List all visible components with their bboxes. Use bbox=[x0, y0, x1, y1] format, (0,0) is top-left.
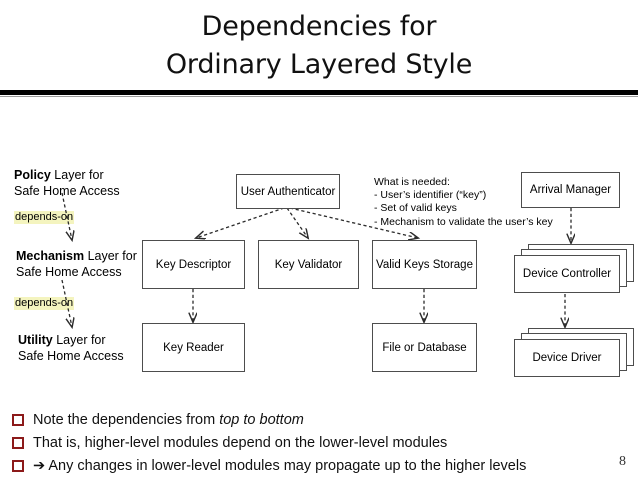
layer-label-mechanism-line2: Safe Home Access bbox=[16, 264, 122, 279]
layer-label-mechanism-bold: Mechanism bbox=[16, 249, 85, 263]
box-device-driver-label: Device Driver bbox=[532, 352, 602, 364]
layer-label-policy-bold: Policy bbox=[14, 168, 51, 182]
square-bullet-icon bbox=[12, 437, 24, 449]
bullet-1-pre: Note the dependencies from bbox=[33, 412, 220, 428]
page-title: Dependencies for Ordinary Layered Style bbox=[165, 11, 473, 80]
box-file-or-database[interactable]: File or Database bbox=[372, 323, 477, 372]
bullet-list: Note the dependencies from top to bottom… bbox=[10, 410, 610, 479]
bullet-item: That is, higher-level modules depend on … bbox=[10, 433, 610, 453]
box-user-authenticator[interactable]: User Authenticator bbox=[236, 174, 340, 209]
layer-label-utility-rest: Layer for bbox=[52, 333, 106, 347]
stack-device-controller[interactable]: Device Controller bbox=[514, 244, 634, 296]
requirements-note: What is needed: - User’s identifier (“ke… bbox=[374, 176, 553, 228]
layer-label-policy: Policy Layer for Safe Home Access bbox=[14, 168, 120, 199]
bullet-text: That is, higher-level modules depend on … bbox=[33, 435, 448, 451]
box-key-reader[interactable]: Key Reader bbox=[142, 323, 245, 372]
square-bullet-icon bbox=[12, 414, 24, 426]
box-arrival-manager[interactable]: Arrival Manager bbox=[521, 172, 620, 208]
bullet-item: Note the dependencies from top to bottom bbox=[10, 410, 610, 430]
bullet-text: ➔ Any changes in lower-level modules may… bbox=[33, 458, 527, 474]
page-number: 8 bbox=[619, 454, 626, 469]
layer-label-policy-line2: Safe Home Access bbox=[14, 183, 120, 198]
layer-label-utility: Utility Layer for Safe Home Access bbox=[18, 333, 124, 364]
layer-label-mechanism-rest: Layer for bbox=[84, 249, 137, 263]
layer-label-utility-bold: Utility bbox=[18, 333, 53, 347]
depends-on-tag-2: depends-on bbox=[14, 297, 75, 310]
stack-layer-front: Device Controller bbox=[514, 255, 620, 293]
bullet-text: Note the dependencies from top to bottom bbox=[33, 410, 304, 430]
depends-on-tag-1: depends-on bbox=[14, 211, 75, 224]
stack-layer-front: Device Driver bbox=[514, 339, 620, 377]
layer-label-policy-rest: Layer for bbox=[50, 168, 104, 182]
bullet-1-em: top to bottom bbox=[219, 412, 304, 428]
layer-label-utility-line2: Safe Home Access bbox=[18, 348, 124, 363]
box-device-controller-label: Device Controller bbox=[522, 268, 612, 280]
box-valid-keys-storage[interactable]: Valid Keys Storage bbox=[372, 240, 477, 289]
square-bullet-icon bbox=[12, 460, 24, 472]
title-divider-thin bbox=[0, 96, 638, 97]
title-divider bbox=[0, 90, 638, 95]
stack-device-driver[interactable]: Device Driver bbox=[514, 328, 634, 380]
bullet-item: ➔ Any changes in lower-level modules may… bbox=[10, 456, 610, 476]
box-key-descriptor[interactable]: Key Descriptor bbox=[142, 240, 245, 289]
layer-label-mechanism: Mechanism Layer for Safe Home Access bbox=[16, 249, 137, 280]
box-key-validator[interactable]: Key Validator bbox=[258, 240, 359, 289]
